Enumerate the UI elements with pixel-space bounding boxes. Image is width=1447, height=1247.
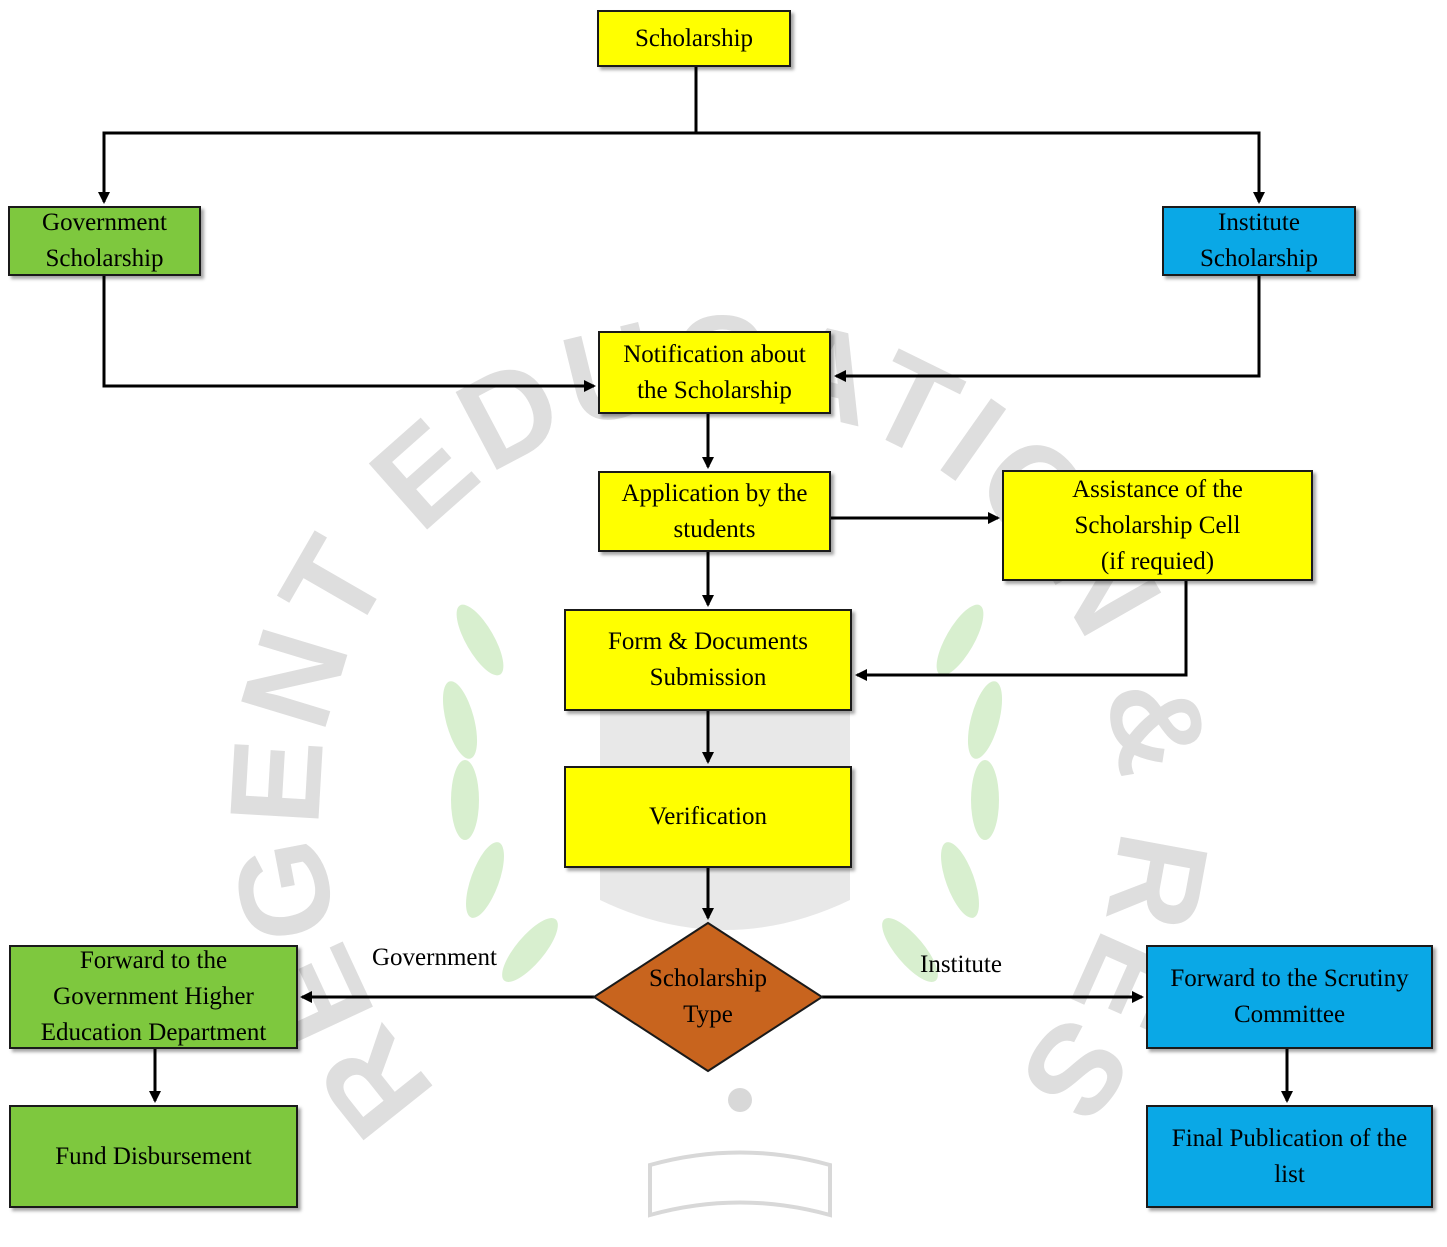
node-verification: Verification — [564, 766, 852, 868]
decision-scholarship-type: Scholarship Type — [648, 965, 768, 1028]
node-forward-scrutiny: Forward to the Scrutiny Committee — [1146, 945, 1433, 1049]
decision-diamond-shape — [592, 921, 824, 1073]
connector-assistance-to-form — [855, 581, 1188, 681]
connector-to-government — [98, 131, 696, 204]
node-institute-scholarship: Institute Scholarship — [1162, 206, 1356, 276]
node-forward-government: Forward to the Government Higher Educati… — [9, 945, 298, 1049]
node-final-publication: Final Publication of the list — [1146, 1105, 1433, 1208]
edge-label-institute: Institute — [920, 951, 1002, 978]
edge-label-government: Government — [372, 944, 497, 971]
connector-to-institute — [696, 131, 1265, 204]
connector-government-to-notification — [102, 276, 596, 392]
node-form-submission: Form & Documents Submission — [564, 609, 852, 711]
node-scholarship: Scholarship — [597, 10, 791, 67]
node-application: Application by the students — [598, 471, 831, 552]
node-assistance: Assistance of the Scholarship Cell (if r… — [1002, 470, 1313, 581]
node-notification: Notification about the Scholarship — [598, 331, 831, 414]
node-government-scholarship: Government Scholarship — [8, 206, 201, 276]
connector-institute-to-notification — [834, 276, 1261, 382]
node-fund-disbursement: Fund Disbursement — [9, 1105, 298, 1208]
